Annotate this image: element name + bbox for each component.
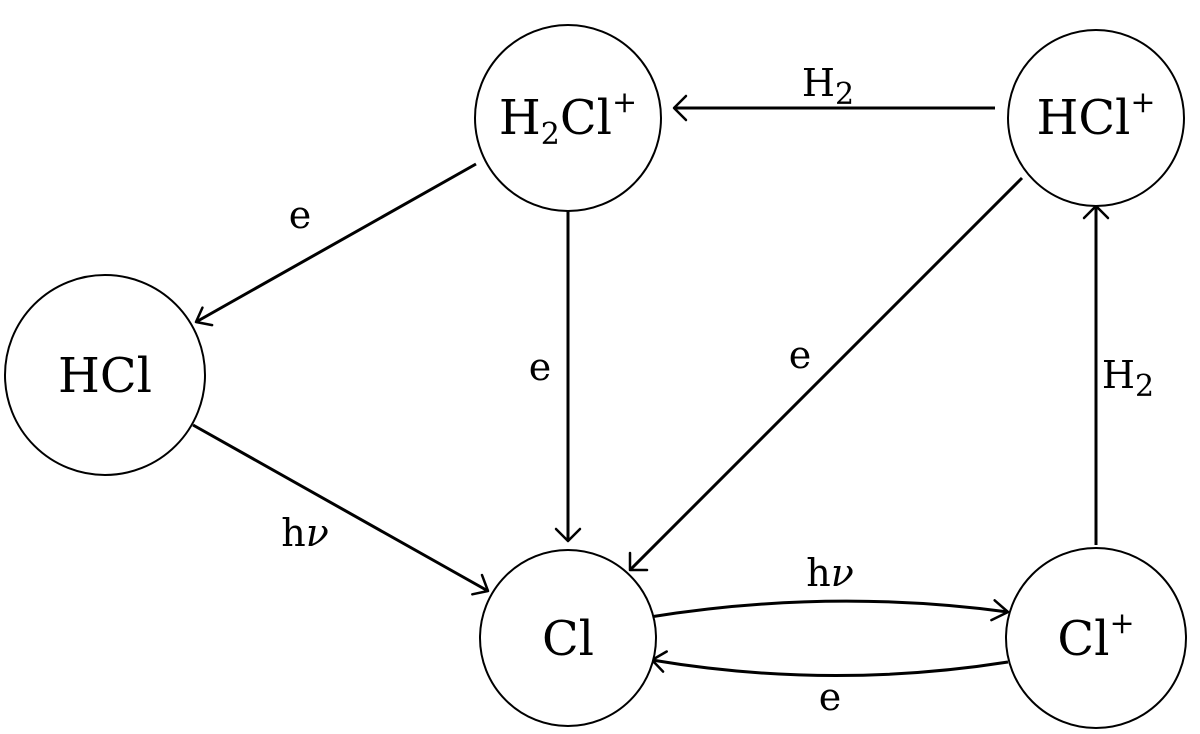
svg-text:Cl+: Cl+ [1057,606,1134,667]
edge-label-cl-to-cl-plus: hν [806,551,854,595]
cl-label: Cl [542,611,594,667]
svg-text:H2Cl+: H2Cl+ [499,85,637,152]
hcl-plus-base: HCl [1036,90,1130,146]
hcl-label: HCl [58,348,152,404]
edge-label-cl-plus-to-hcl-plus: H2 [1102,353,1154,404]
h2cl-plus-base-cl: Cl [560,90,612,146]
edge-cl-to-cl-plus [649,599,1009,619]
edge-label-h2cl-plus-to-cl: e [529,345,552,389]
hcl-plus-superscript: + [1130,85,1155,120]
edge-hcl-to-cl [192,423,489,593]
node-h2cl-plus: H2Cl+ [474,24,662,212]
edge-label-h2cl-plus-to-hcl: e [289,193,312,237]
edge-label-hcl-to-cl: hν [281,511,329,555]
h2cl-plus-base-h: H [499,90,541,146]
edge-h2cl-plus-to-hcl [195,162,477,324]
h2cl-plus-subscript: 2 [541,117,560,152]
h2cl-plus-superscript: + [612,85,637,120]
arrowhead [554,527,582,543]
arrowhead [194,306,214,327]
arrowhead [672,94,688,122]
node-hcl: HCl [4,274,206,476]
edge-label-hcl-plus-to-cl: e [789,333,812,377]
cl-plus-base: Cl [1057,611,1109,667]
arrowhead [990,599,1010,622]
edge-hcl-plus-to-cl [628,176,1024,572]
edge-label-cl-plus-to-cl: e [819,675,842,719]
node-cl: Cl [479,549,657,727]
arrowhead [628,551,649,572]
arrowhead [471,573,490,596]
edge-label-hcl-plus-to-h2cl-plus: H2 [802,61,854,112]
node-cl-plus: Cl+ [1005,547,1187,729]
node-hcl-plus: HCl+ [1007,29,1185,207]
svg-text:HCl+: HCl+ [1036,85,1155,146]
cl-plus-superscript: + [1109,606,1134,641]
edge-cl-plus-to-cl [651,658,1009,678]
